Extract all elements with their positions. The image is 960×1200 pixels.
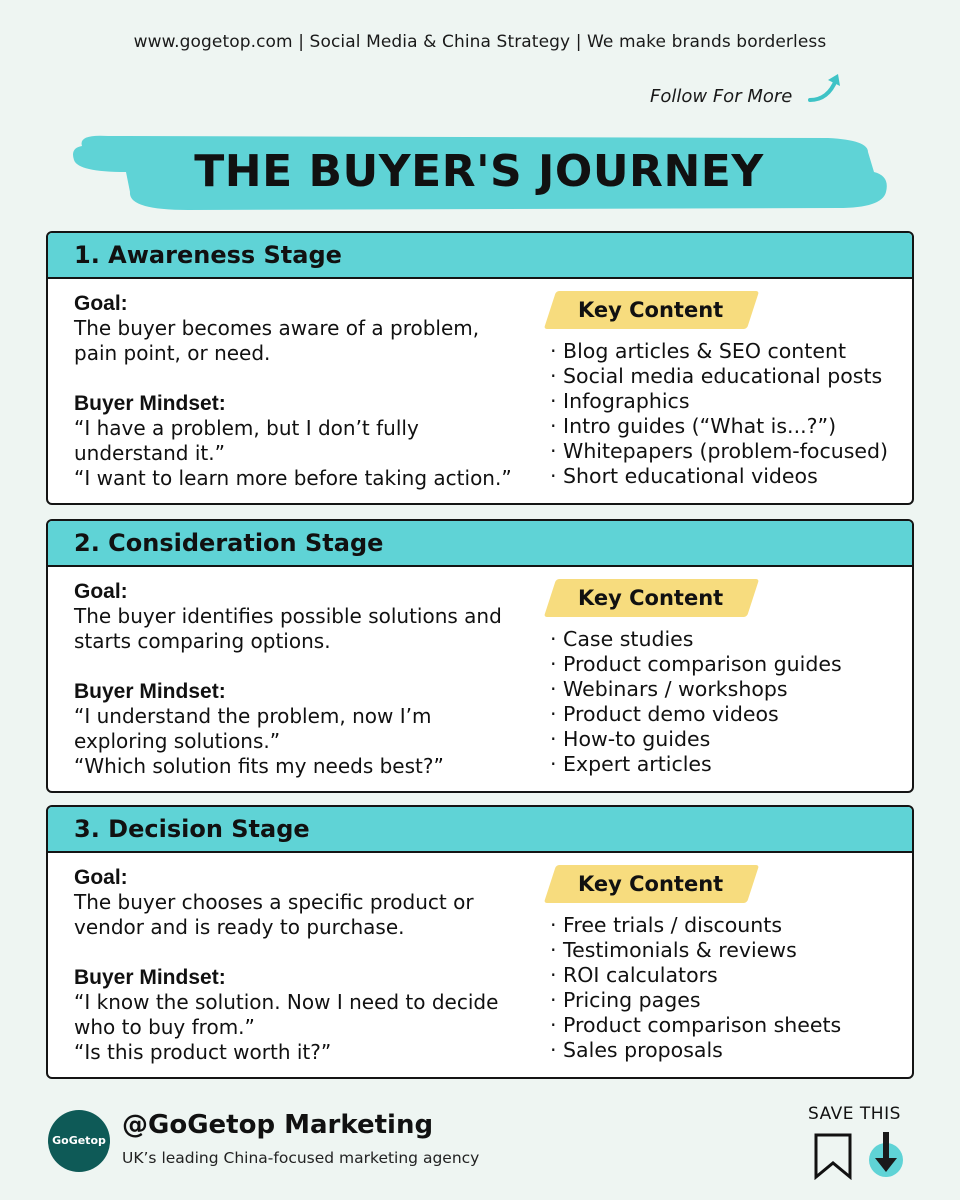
goal-text: starts comparing options. (74, 629, 331, 653)
mindset-text: who to buy from.” (74, 1015, 255, 1039)
brand-handle[interactable]: @GoGetop Marketing (122, 1110, 434, 1140)
key-content: Key Content Free trials / discounts Test… (550, 865, 910, 1063)
mindset-text: “Is this product worth it?” (74, 1040, 332, 1064)
mindset-text: “I understand the problem, now I’m (74, 704, 432, 728)
list-item: Infographics (550, 389, 910, 414)
stage-card-decision: 3. Decision Stage Goal: The buyer choose… (46, 805, 914, 1079)
list-item: Whitepapers (problem-focused) (550, 439, 910, 464)
mindset-text: “Which solution fits my needs best?” (74, 754, 444, 778)
stage-card-awareness: 1. Awareness Stage Goal: The buyer becom… (46, 231, 914, 505)
goal-label: Goal: (74, 292, 128, 315)
list-item: Product demo videos (550, 702, 910, 727)
list-item: Free trials / discounts (550, 913, 910, 938)
goal-text: The buyer becomes aware of a problem, (74, 316, 480, 340)
mindset-text: “I want to learn more before taking acti… (74, 466, 512, 490)
mindset-label: Buyer Mindset: (74, 966, 226, 989)
list-item: Pricing pages (550, 988, 910, 1013)
stage-description: Goal: The buyer identifies possible solu… (74, 579, 544, 779)
stage-heading: 2. Consideration Stage (48, 521, 912, 567)
header-topline: www.gogetop.com | Social Media & China S… (133, 32, 827, 52)
mindset-text: “I know the solution. Now I need to deci… (74, 990, 499, 1014)
goal-text: vendor and is ready to purchase. (74, 915, 405, 939)
list-item: Testimonials & reviews (550, 938, 910, 963)
stage-description: Goal: The buyer becomes aware of a probl… (74, 291, 544, 491)
stage-heading: 1. Awareness Stage (48, 233, 912, 279)
brush-stroke (73, 135, 887, 210)
goal-text: The buyer identifies possible solutions … (74, 604, 502, 628)
list-item: ROI calculators (550, 963, 910, 988)
list-item: Webinars / workshops (550, 677, 910, 702)
download-arrow-icon[interactable] (866, 1132, 906, 1180)
key-content-badge: Key Content (550, 865, 753, 903)
mindset-text: “I have a problem, but I don’t fully (74, 416, 419, 440)
mindset-label: Buyer Mindset: (74, 392, 226, 415)
list-item: Social media educational posts (550, 364, 910, 389)
key-content-list: Case studies Product comparison guides W… (550, 627, 910, 777)
mindset-label: Buyer Mindset: (74, 680, 226, 703)
bookmark-icon[interactable] (812, 1132, 854, 1180)
list-item: Blog articles & SEO content (550, 339, 910, 364)
stage-card-consideration: 2. Consideration Stage Goal: The buyer i… (46, 519, 914, 793)
key-content-badge: Key Content (550, 291, 753, 329)
mindset-text: exploring solutions.” (74, 729, 281, 753)
title-banner: THE BUYER'S JOURNEY (68, 128, 890, 212)
list-item: Expert articles (550, 752, 910, 777)
list-item: Product comparison guides (550, 652, 910, 677)
list-item: Case studies (550, 627, 910, 652)
curved-arrow-icon (808, 74, 840, 102)
list-item: Short educational videos (550, 464, 910, 489)
key-content-list: Blog articles & SEO content Social media… (550, 339, 910, 489)
follow-text: Follow For More (650, 86, 793, 107)
brand-tagline: UK’s leading China-focused marketing age… (122, 1149, 480, 1167)
goal-text: The buyer chooses a specific product or (74, 890, 474, 914)
save-label: SAVE THIS (808, 1104, 901, 1124)
mindset-text: understand it.” (74, 441, 225, 465)
goal-label: Goal: (74, 580, 128, 603)
key-content: Key Content Case studies Product compari… (550, 579, 910, 777)
list-item: Product comparison sheets (550, 1013, 910, 1038)
key-content-badge: Key Content (550, 579, 753, 617)
goal-text: pain point, or need. (74, 341, 271, 365)
brand-logo: GoGetop (48, 1110, 110, 1172)
goal-label: Goal: (74, 866, 128, 889)
list-item: Sales proposals (550, 1038, 910, 1063)
key-content: Key Content Blog articles & SEO content … (550, 291, 910, 489)
list-item: Intro guides (“What is...?”) (550, 414, 910, 439)
page-title: THE BUYER'S JOURNEY (194, 146, 764, 197)
key-content-list: Free trials / discounts Testimonials & r… (550, 913, 910, 1063)
stage-heading: 3. Decision Stage (48, 807, 912, 853)
list-item: How-to guides (550, 727, 910, 752)
stage-description: Goal: The buyer chooses a specific produ… (74, 865, 544, 1065)
